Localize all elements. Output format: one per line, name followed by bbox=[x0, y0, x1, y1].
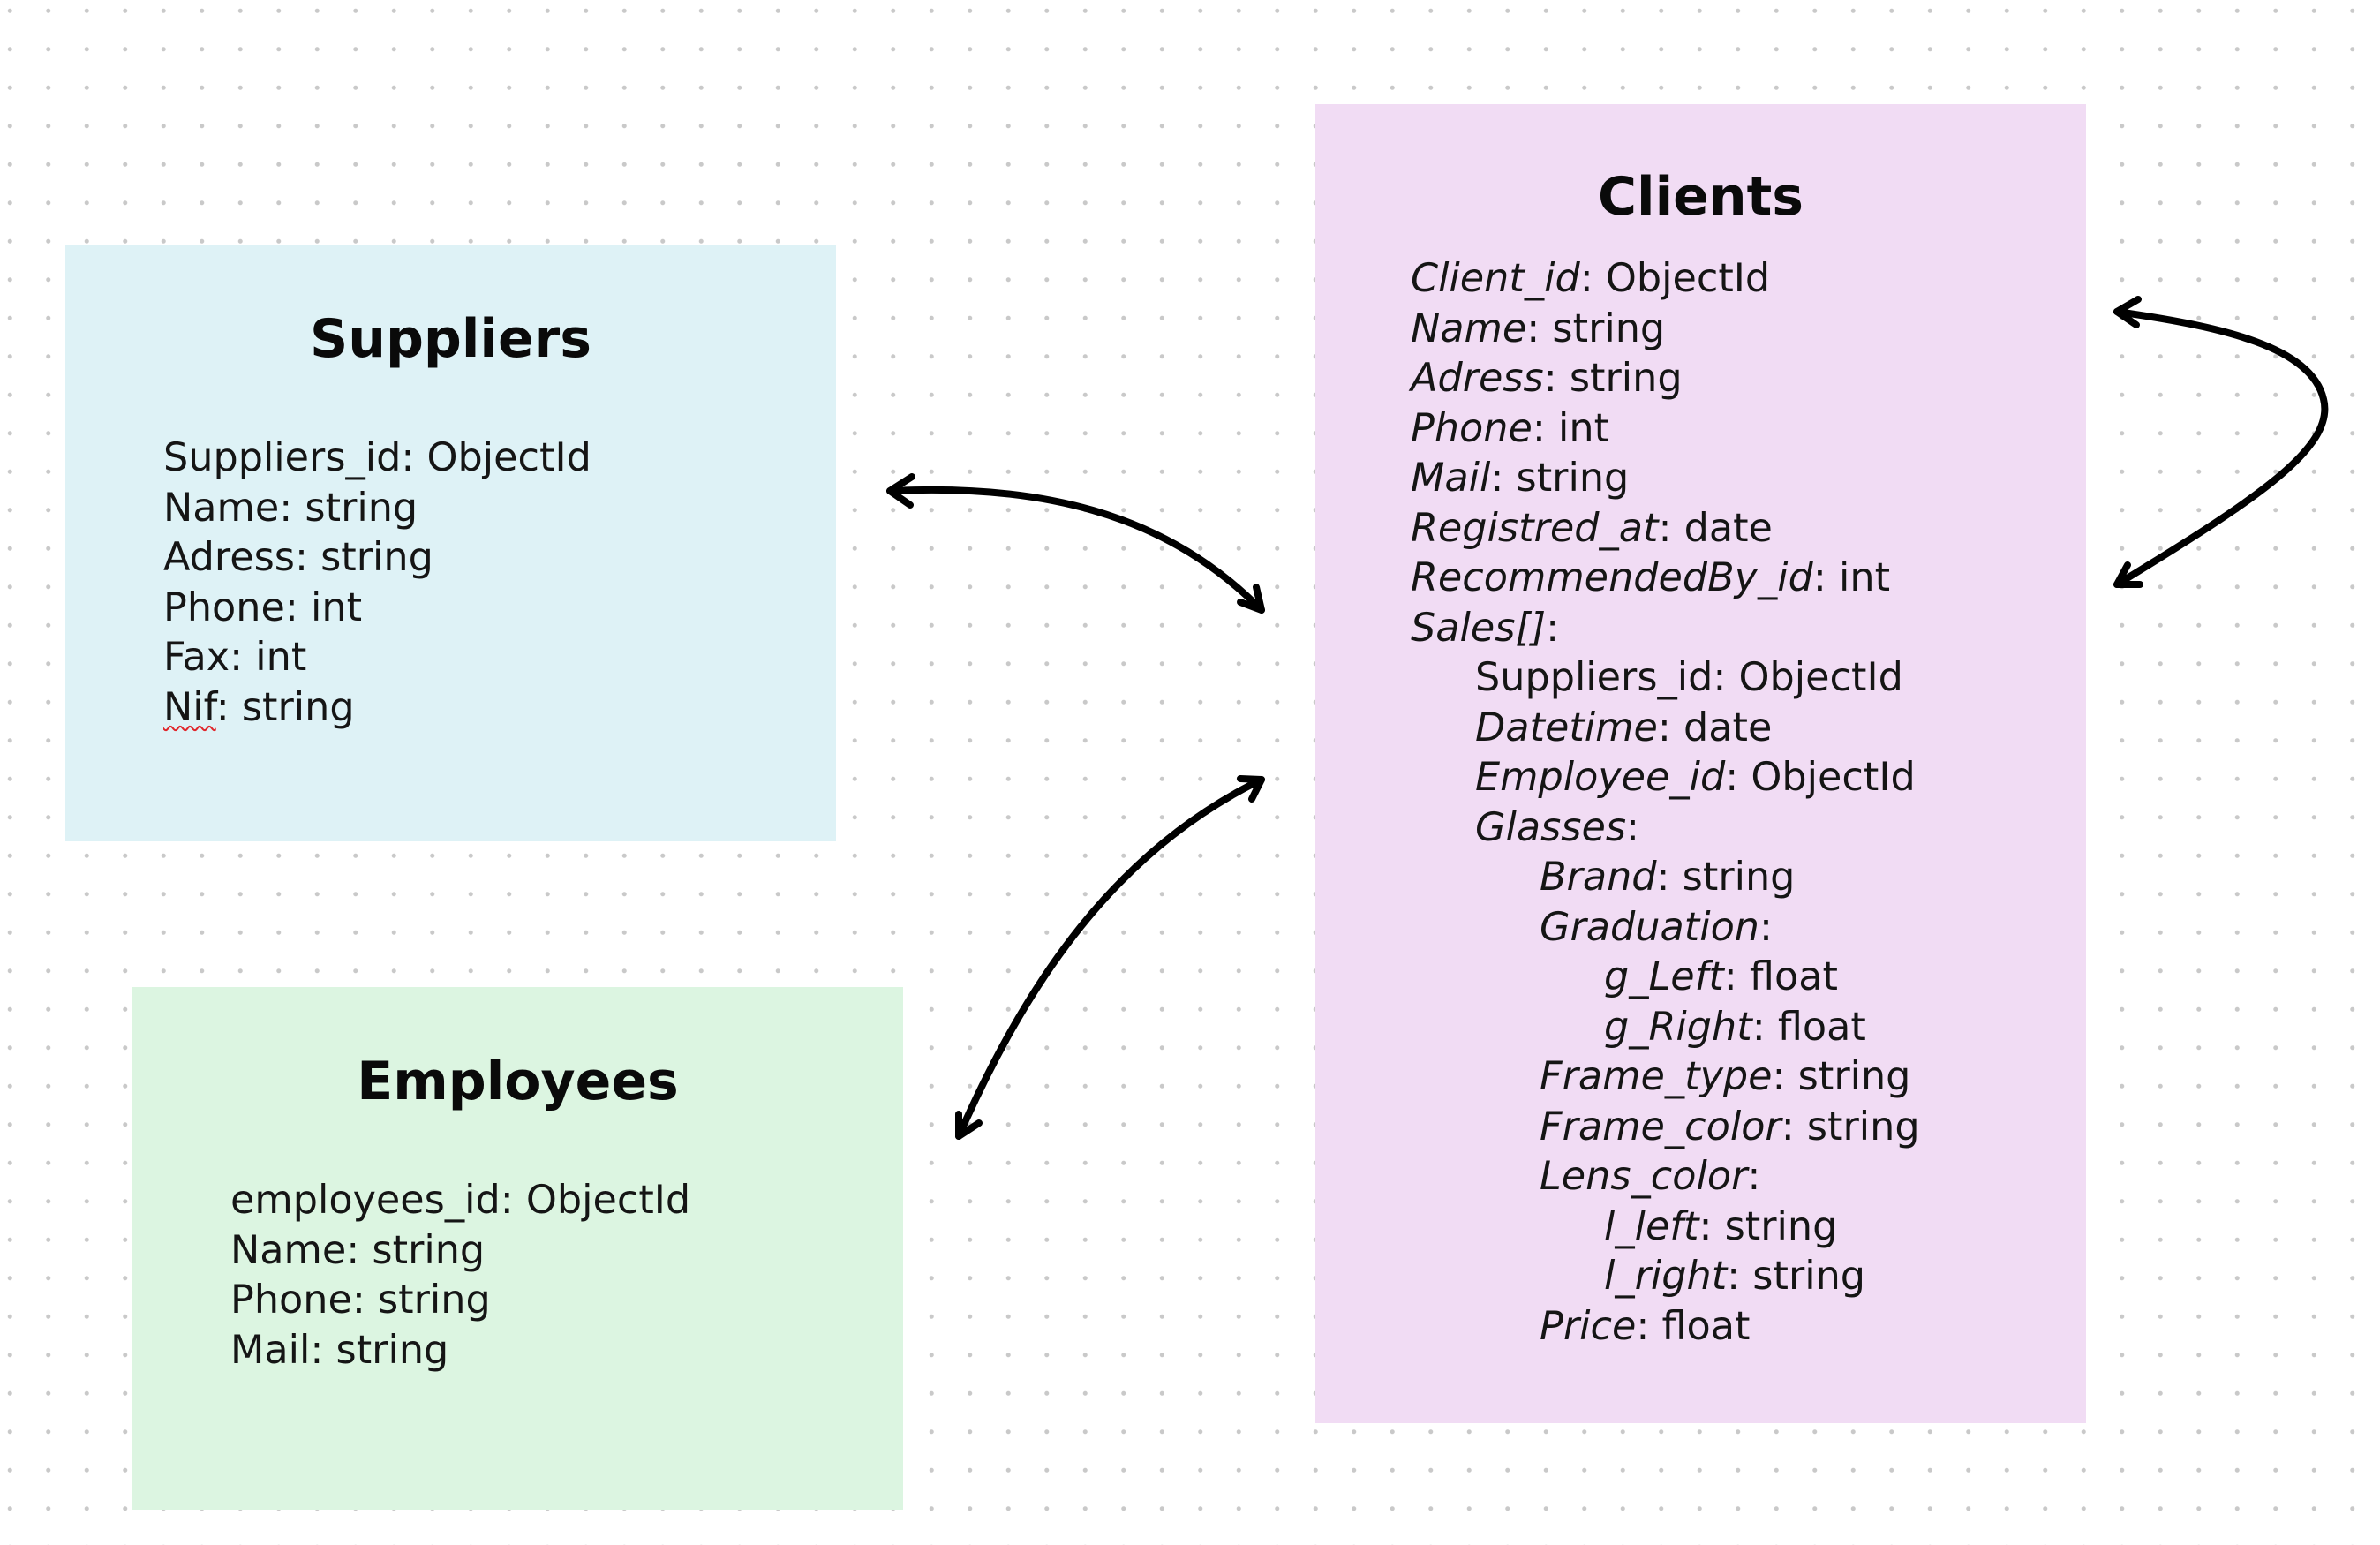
sales-field-employee-id: Employee_id: ObjectId bbox=[1475, 755, 1916, 800]
glasses-field-graduation: Graduation: bbox=[1540, 904, 1774, 950]
employees-field-id: employees_id: ObjectId bbox=[230, 1178, 691, 1223]
arrowhead-self-bottom bbox=[2113, 561, 2143, 588]
employees-field-phone: Phone: string bbox=[230, 1277, 491, 1323]
clients-field-adress: Adress: string bbox=[1411, 356, 1683, 401]
clients-card[interactable]: Clients Client_id: ObjectId Name: string… bbox=[1315, 104, 2086, 1423]
glasses-field-price: Price: float bbox=[1540, 1303, 1751, 1349]
suppliers-card[interactable]: Suppliers Suppliers_id: ObjectId Name: s… bbox=[65, 245, 836, 841]
clients-title: Clients bbox=[1598, 166, 1804, 228]
suppliers-field-name: Name: string bbox=[163, 485, 418, 531]
lens-color-field-l-right: l_right: string bbox=[1604, 1254, 1866, 1299]
arrowhead-clients-end bbox=[1237, 584, 1265, 614]
suppliers-field-phone: Phone: int bbox=[163, 584, 363, 630]
employees-field-name: Name: string bbox=[230, 1227, 486, 1273]
glasses-field-frame-color: Frame_color: string bbox=[1540, 1104, 1920, 1149]
suppliers-title: Suppliers bbox=[310, 308, 591, 370]
clients-field-client-id: Client_id: ObjectId bbox=[1411, 256, 1771, 301]
employees-field-mail: Mail: string bbox=[230, 1327, 449, 1373]
arrowhead-suppliers-end bbox=[886, 473, 915, 509]
employees-clients-curve bbox=[955, 776, 1265, 1140]
suppliers-field-fax: Fax: int bbox=[163, 635, 307, 680]
employees-clients-connector[interactable] bbox=[955, 775, 1265, 1140]
glasses-field-lens-color: Lens_color: bbox=[1540, 1154, 1761, 1199]
clients-field-mail: Mail: string bbox=[1411, 456, 1630, 501]
graduation-field-g-left: g_Left: float bbox=[1604, 954, 1838, 999]
clients-field-recommendedby-id: RecommendedBy_id: int bbox=[1411, 555, 1891, 600]
suppliers-field-id: Suppliers_id: ObjectId bbox=[163, 435, 591, 480]
suppliers-clients-curve bbox=[886, 486, 1265, 614]
glasses-field-frame-type: Frame_type: string bbox=[1540, 1054, 1911, 1099]
clients-field-name: Name: string bbox=[1411, 305, 1666, 351]
clients-field-sales: Sales[]: bbox=[1411, 605, 1560, 651]
arrowhead-clients-side-end bbox=[1237, 775, 1265, 803]
clients-field-phone: Phone: int bbox=[1411, 405, 1610, 451]
suppliers-clients-connector[interactable] bbox=[886, 473, 1265, 614]
clients-field-registred-at: Registred_at: date bbox=[1411, 505, 1773, 551]
glasses-field-brand: Brand: string bbox=[1540, 855, 1796, 900]
employees-card[interactable]: Employees employees_id: ObjectId Name: s… bbox=[132, 987, 903, 1510]
employees-title: Employees bbox=[357, 1051, 679, 1112]
clients-field-list: Client_id: ObjectId Name: string Adress:… bbox=[1411, 254, 1920, 1352]
suppliers-field-list: Suppliers_id: ObjectId Name: string Adre… bbox=[163, 433, 591, 733]
arrowhead-employees-end bbox=[955, 1111, 983, 1140]
clients-self-connector[interactable] bbox=[2113, 296, 2329, 588]
arrowhead-self-top bbox=[2113, 296, 2142, 328]
sales-field-datetime: Datetime: date bbox=[1475, 705, 1773, 750]
sales-field-glasses: Glasses: bbox=[1475, 804, 1640, 850]
spellcheck-underline: Nif bbox=[163, 684, 216, 730]
sales-field-suppliers-id: Suppliers_id: ObjectId bbox=[1475, 655, 1903, 700]
suppliers-field-adress: Adress: string bbox=[163, 535, 433, 580]
graduation-field-g-right: g_Right: float bbox=[1604, 1004, 1866, 1050]
employees-field-list: employees_id: ObjectId Name: string Phon… bbox=[230, 1176, 690, 1375]
clients-self-curve bbox=[2113, 308, 2329, 588]
suppliers-field-nif: Nif: string bbox=[163, 684, 355, 730]
lens-color-field-l-left: l_left: string bbox=[1604, 1203, 1838, 1249]
